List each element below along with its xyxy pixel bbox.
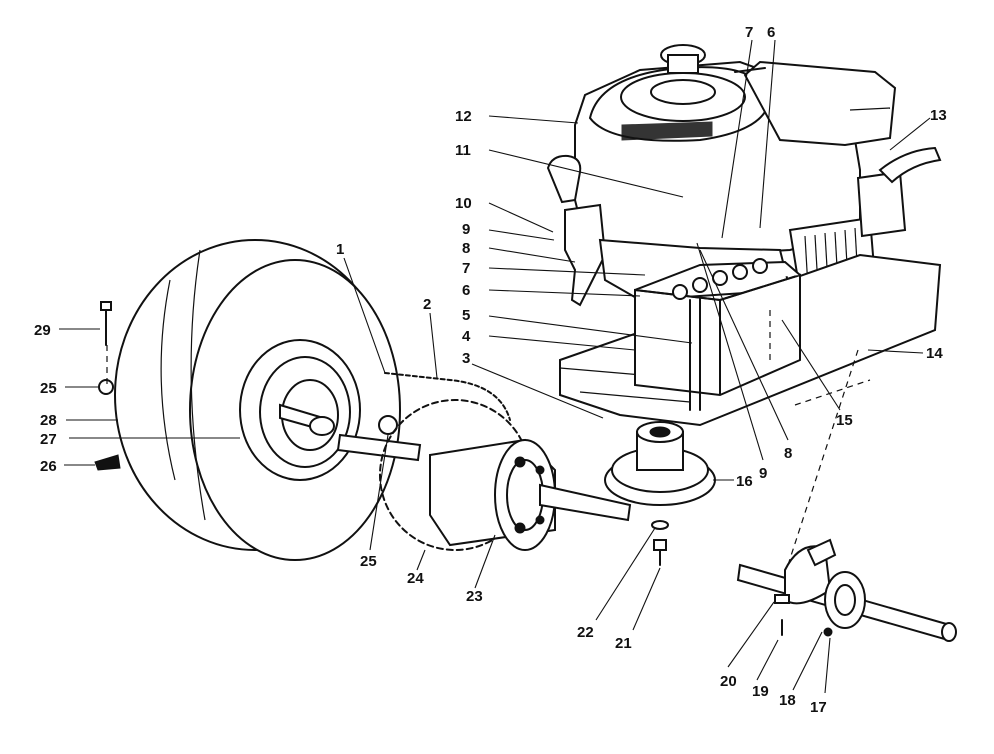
callout-20: 20 — [720, 673, 737, 690]
callout-16: 16 — [736, 473, 753, 490]
air-cleaner — [546, 154, 582, 204]
bolt-and-nut — [98, 301, 114, 395]
callout-24: 24 — [407, 570, 424, 587]
callout-10: 10 — [455, 195, 472, 212]
callout-12: 12 — [455, 108, 472, 125]
carburetor — [564, 203, 607, 307]
callout-7b: 7 — [745, 24, 753, 41]
wheel-assembly — [94, 239, 401, 561]
rotating-screen — [621, 121, 713, 141]
callout-7a: 7 — [462, 260, 470, 277]
callout-5: 5 — [462, 307, 470, 324]
callout-9a: 9 — [462, 221, 470, 238]
callout-9b: 9 — [759, 465, 767, 482]
callout-6a: 6 — [462, 282, 470, 299]
callout-6b: 6 — [767, 24, 775, 41]
callout-26: 26 — [40, 458, 57, 475]
drive-chain — [384, 372, 511, 421]
fuel-tank — [743, 60, 897, 147]
callout-2: 2 — [423, 296, 431, 313]
callout-17: 17 — [810, 699, 827, 716]
callout-13: 13 — [930, 107, 947, 124]
axle-shaft — [336, 433, 422, 462]
callout-23: 23 — [466, 588, 483, 605]
exhaust-pipe — [878, 146, 942, 184]
starter-cup — [650, 79, 716, 105]
callout-1: 1 — [336, 241, 344, 258]
callout-25a: 25 — [40, 380, 57, 397]
leader-lines — [59, 39, 931, 694]
callout-11: 11 — [455, 142, 471, 159]
callout-28: 28 — [40, 412, 57, 429]
callout-4: 4 — [462, 328, 471, 345]
callout-18: 18 — [779, 692, 796, 709]
callout-14: 14 — [926, 345, 943, 362]
callout-25b: 25 — [360, 553, 377, 570]
callout-3: 3 — [462, 350, 470, 367]
differential-hub — [429, 438, 632, 551]
bolt — [653, 539, 667, 566]
jackshaft-assembly — [736, 538, 957, 642]
pulley — [604, 421, 716, 506]
starter-post — [667, 54, 699, 74]
callout-8b: 8 — [784, 445, 792, 462]
nut — [378, 415, 398, 435]
callout-15: 15 — [836, 412, 853, 429]
callouts: 1 2 3 4 5 6 6 7 7 8 8 9 9 10 11 12 13 14… — [34, 24, 947, 716]
callout-8a: 8 — [462, 240, 470, 257]
battery — [634, 258, 801, 411]
callout-19: 19 — [752, 683, 769, 700]
valve-stem — [94, 454, 121, 471]
muffler — [856, 170, 907, 238]
washer — [651, 520, 669, 530]
callout-21: 21 — [615, 635, 632, 652]
callout-29: 29 — [34, 322, 51, 339]
callout-22: 22 — [577, 624, 594, 641]
callout-27: 27 — [40, 431, 57, 448]
